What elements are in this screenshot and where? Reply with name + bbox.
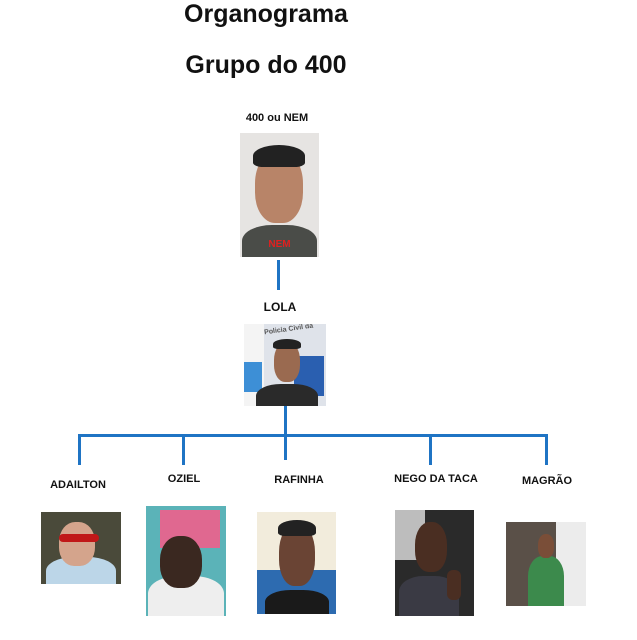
member-name: ADAILTON xyxy=(50,479,106,491)
chart-subtitle: Grupo do 400 xyxy=(185,51,347,79)
member-name: RAFINHA xyxy=(274,474,324,486)
member-name: MAGRÃO xyxy=(521,475,573,487)
leader-photo: NEM xyxy=(240,133,319,257)
chart-title: Organograma xyxy=(184,0,348,28)
connector-rafinha xyxy=(284,434,287,460)
connector-oziel xyxy=(182,434,185,465)
leader-photo-caption: NEM xyxy=(268,239,291,250)
member-photo-oziel xyxy=(146,506,226,616)
connector-adailton xyxy=(78,434,81,465)
connector-nego-da-taca xyxy=(429,434,432,465)
member-name: OZIEL xyxy=(167,473,201,485)
second-name: LOLA xyxy=(263,300,297,314)
member-name: NEGO DA TACA xyxy=(394,473,478,485)
connector-second-bus xyxy=(284,406,287,438)
connector-magrao xyxy=(545,434,548,465)
member-photo-adailton xyxy=(41,512,121,584)
member-photo-magrao xyxy=(506,522,586,606)
connector-horizontal-bus xyxy=(79,434,548,437)
member-photo-nego-da-taca xyxy=(395,510,474,616)
second-photo: Policia Civil da xyxy=(244,324,326,406)
leader-name: 400 ou NEM xyxy=(245,112,309,124)
second-photo-caption: Policia Civil da xyxy=(263,324,314,337)
member-photo-rafinha xyxy=(257,512,336,614)
connector-leader-second xyxy=(277,260,280,290)
